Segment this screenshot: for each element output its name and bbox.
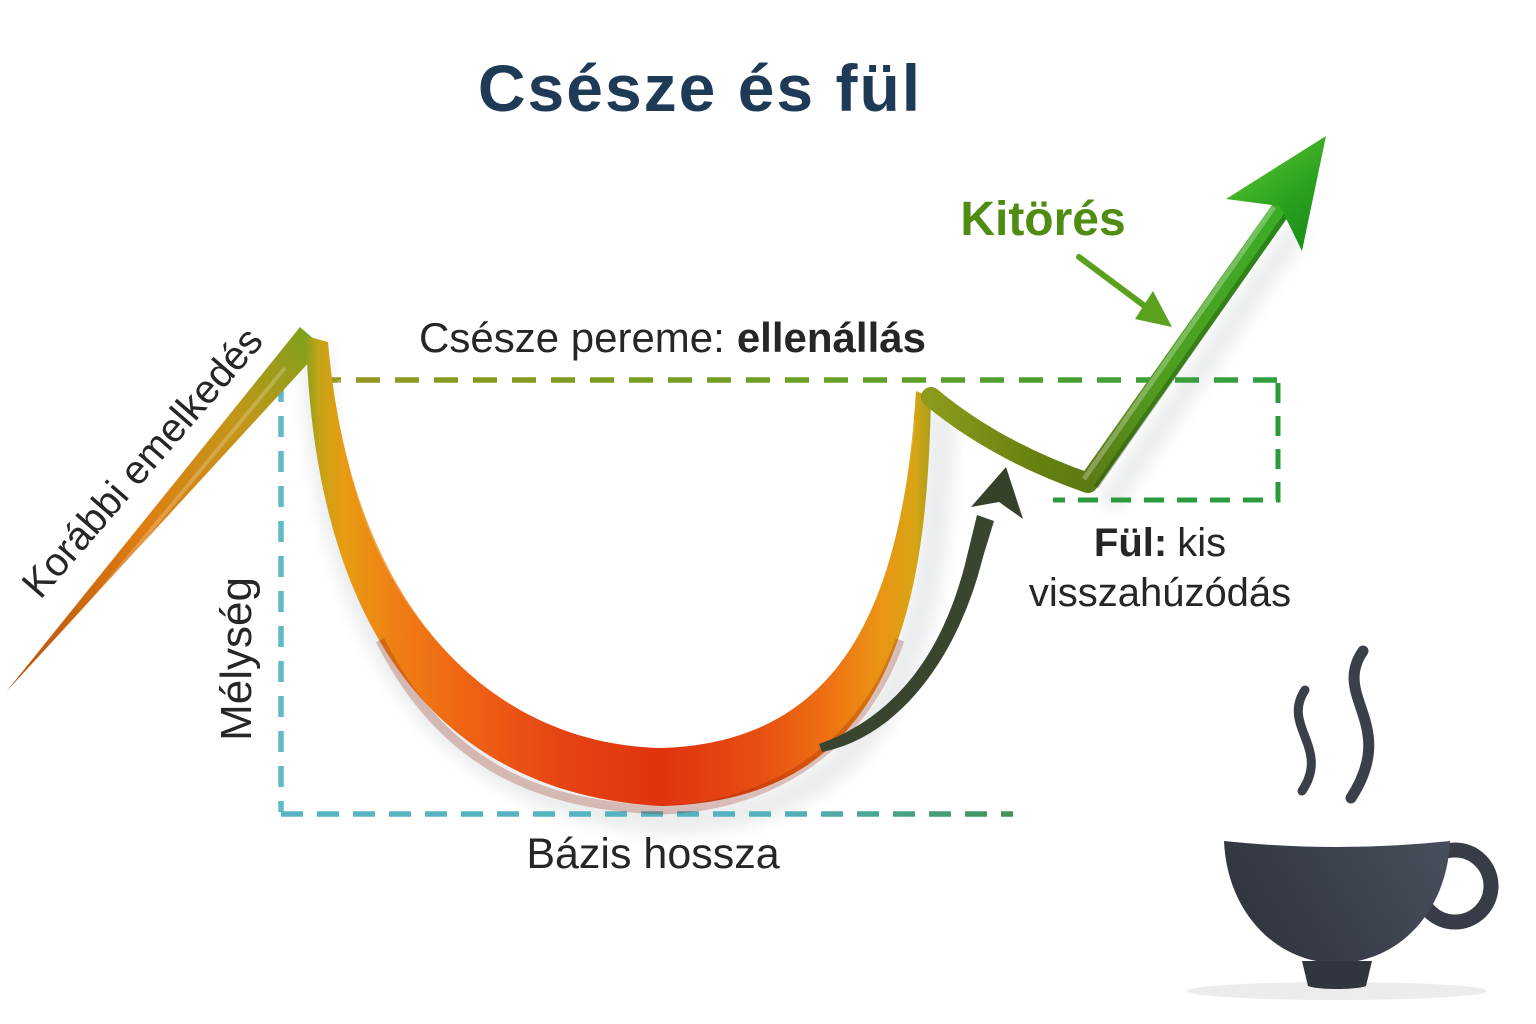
breakout-arrow-up-icon <box>1226 136 1326 251</box>
handle-and-breakout-line <box>921 201 1290 493</box>
rim-label-emphasis: ellenállás <box>736 314 926 361</box>
breakout-shaft-shade <box>1093 213 1289 489</box>
rim-label-prefix: Csésze pereme: <box>419 314 725 361</box>
depth-label: Mélység <box>212 577 261 741</box>
cup-shadow <box>1187 982 1487 1000</box>
coffee-cup-icon <box>1187 645 1499 1000</box>
cup-curve <box>306 336 931 806</box>
breakout-label: Kitörés <box>960 193 1126 246</box>
handle-annotation-arrow-icon <box>819 467 1023 752</box>
handle-label-line1: Fül:kis <box>1000 518 1320 568</box>
base-length-label: Bázis hossza <box>526 830 780 878</box>
breakout-pointer-arrow-icon <box>1076 254 1172 327</box>
handle-label: Fül:kis visszahúzódás <box>1000 518 1320 618</box>
rim-resistance-label: Csésze pereme:ellenállás <box>400 314 945 362</box>
cup-curve-highlight <box>337 379 915 746</box>
steam-icon <box>1293 645 1375 804</box>
handle-label-line2: visszahúzódás <box>1028 571 1292 615</box>
cup-curve-shade <box>375 637 905 815</box>
handle-zone-dashed-box <box>1053 383 1281 503</box>
breakout-shaft-highlight <box>1081 205 1277 481</box>
cup-body <box>1224 841 1450 963</box>
handle-label-bold: Fül: <box>1093 521 1168 565</box>
prior-uptrend-line <box>6 327 323 692</box>
prior-uptrend-highlight <box>58 366 287 642</box>
cup-foot <box>1302 961 1372 989</box>
handle-label-regular: kis <box>1177 521 1227 565</box>
page-title: Csésze és fül <box>477 51 923 125</box>
